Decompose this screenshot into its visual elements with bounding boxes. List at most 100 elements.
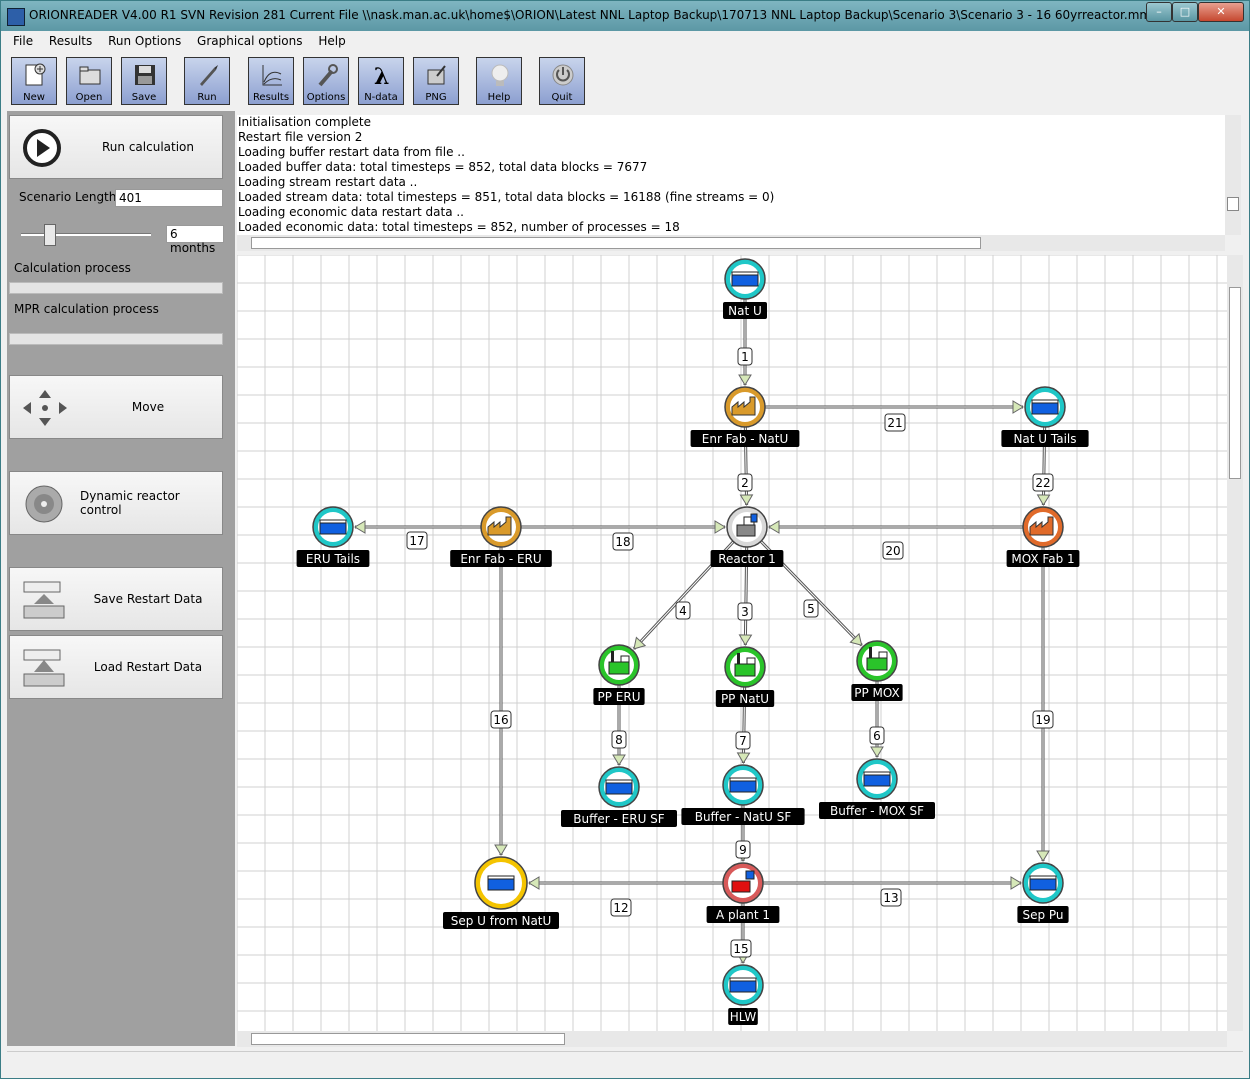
scenario-length-label: Scenario Length [19, 190, 117, 204]
node-reactor[interactable]: Reactor 1 [710, 506, 784, 567]
stream-arrow [528, 876, 540, 890]
stream-label[interactable]: 7 [735, 731, 751, 750]
node-label: Sep Pu [1022, 908, 1063, 922]
maximize-button[interactable]: □ [1172, 2, 1198, 22]
buffer-tank-icon [605, 779, 633, 795]
help-button[interactable]: Help [476, 57, 522, 105]
stream-label-text: 15 [733, 942, 748, 956]
log-vertical-scrollbar[interactable] [1225, 115, 1241, 235]
stream-label[interactable]: 16 [490, 710, 512, 729]
power-plant-icon [734, 653, 756, 677]
scenario-length-input[interactable] [115, 189, 223, 207]
save-restart-data-button[interactable]: Save Restart Data [9, 567, 223, 631]
node-sepu[interactable]: Sep U from NatU [443, 856, 559, 929]
node-hlw[interactable]: HLW [722, 964, 764, 1025]
log-hscroll-thumb[interactable] [251, 237, 981, 249]
app-icon [7, 8, 25, 26]
buffer-tank-icon [729, 777, 757, 793]
close-button[interactable]: ✕ [1198, 2, 1244, 22]
log-line: Loaded economic data: total timesteps = … [238, 220, 680, 234]
move-arrows-icon [23, 390, 67, 426]
node-pperu[interactable]: PP ERU [593, 644, 645, 705]
node-label: Reactor 1 [718, 552, 776, 566]
new-file-icon [25, 63, 46, 86]
stream-label[interactable]: 1 [737, 347, 753, 366]
menu-help[interactable]: Help [318, 34, 346, 48]
canvas-vertical-scrollbar[interactable] [1227, 255, 1243, 1031]
node-erutails[interactable]: ERU Tails [296, 506, 370, 567]
options-button[interactable]: Options [303, 57, 349, 105]
canvas-horizontal-scrollbar[interactable] [237, 1031, 1227, 1047]
png-label: PNG [425, 92, 447, 103]
log-scroll-thumb[interactable] [1227, 197, 1239, 211]
run-calculation-button[interactable]: Run calculation [9, 115, 223, 179]
stream-label[interactable]: 2 [737, 473, 753, 492]
log-horizontal-scrollbar[interactable] [237, 235, 1225, 251]
toolbar: New Open Save Run Results Options λ N-da… [7, 53, 1243, 109]
stream-label-text: 3 [741, 605, 749, 619]
open-label: Open [75, 92, 103, 103]
canvas-vscroll-thumb[interactable] [1229, 287, 1241, 479]
svg-text:λ: λ [374, 64, 389, 90]
stream-label[interactable]: 13 [880, 888, 902, 907]
stream-label[interactable]: 5 [803, 599, 819, 618]
node-bufnatu[interactable]: Buffer - NatU SF [681, 764, 805, 825]
canvas-hscroll-thumb[interactable] [251, 1033, 565, 1045]
load-restart-data-label: Load Restart Data [93, 660, 203, 674]
load-restart-data-button[interactable]: Load Restart Data [9, 635, 223, 699]
run-button[interactable]: Run [184, 57, 230, 105]
stream-label[interactable]: 9 [735, 840, 751, 859]
node-buferu[interactable]: Buffer - ERU SF [561, 766, 677, 827]
image-export-icon [427, 65, 446, 85]
node-natutails[interactable]: Nat U Tails [1001, 386, 1089, 447]
node-natu[interactable]: Nat U [723, 258, 767, 319]
stream-label[interactable]: 18 [612, 532, 634, 551]
stream-label[interactable]: 15 [730, 939, 752, 958]
stream-label[interactable]: 3 [737, 602, 753, 621]
stream-label[interactable]: 12 [610, 898, 632, 917]
menu-graphical-options[interactable]: Graphical options [197, 34, 303, 48]
node-enrnat[interactable]: Enr Fab - NatU [690, 386, 800, 447]
stream-arrow [714, 520, 726, 534]
ndata-button[interactable]: λ N-data [358, 57, 404, 105]
open-button[interactable]: Open [66, 57, 112, 105]
stream-label[interactable]: 20 [882, 541, 904, 560]
stream-arrow [870, 746, 884, 758]
stream-label[interactable]: 8 [611, 730, 627, 749]
new-button[interactable]: New [11, 57, 57, 105]
stream-label[interactable]: 6 [869, 726, 885, 745]
stream-label[interactable]: 17 [406, 531, 428, 550]
node-aplant[interactable]: A plant 1 [706, 862, 780, 923]
stream-label[interactable]: 21 [884, 413, 906, 432]
stream-label[interactable]: 22 [1032, 473, 1054, 492]
node-bufmox[interactable]: Buffer - MOX SF [819, 758, 935, 819]
node-seppu[interactable]: Sep Pu [1017, 862, 1069, 923]
stream-label[interactable]: 19 [1032, 710, 1054, 729]
buffer-tank-icon [729, 977, 757, 993]
help-label: Help [487, 92, 511, 103]
node-label: PP MOX [854, 686, 900, 700]
results-button[interactable]: Results [248, 57, 294, 105]
timestep-slider-thumb[interactable] [44, 224, 56, 246]
save-button[interactable]: Save [121, 57, 167, 105]
node-enreru[interactable]: Enr Fab - ERU [450, 506, 552, 567]
stream-label-text: 18 [615, 535, 630, 549]
minimize-button[interactable]: – [1146, 2, 1172, 22]
node-moxfab[interactable]: MOX Fab 1 [1006, 506, 1080, 567]
dynamic-reactor-control-button[interactable]: Dynamic reactor control [9, 471, 223, 535]
stream-arrow [739, 494, 754, 506]
menu-run-options[interactable]: Run Options [108, 34, 182, 48]
menu-results[interactable]: Results [48, 34, 93, 48]
stream-label[interactable]: 4 [675, 601, 691, 620]
node-label: Enr Fab - NatU [702, 432, 788, 446]
node-ppnatu[interactable]: PP NatU [715, 646, 775, 707]
run-label: Run [197, 92, 217, 103]
menu-file[interactable]: File [13, 34, 34, 48]
node-ppmox[interactable]: PP MOX [851, 640, 903, 701]
quit-button[interactable]: Quit [539, 57, 585, 105]
stream-arrow [738, 634, 753, 646]
move-button[interactable]: Move [9, 375, 223, 439]
png-button[interactable]: PNG [413, 57, 459, 105]
